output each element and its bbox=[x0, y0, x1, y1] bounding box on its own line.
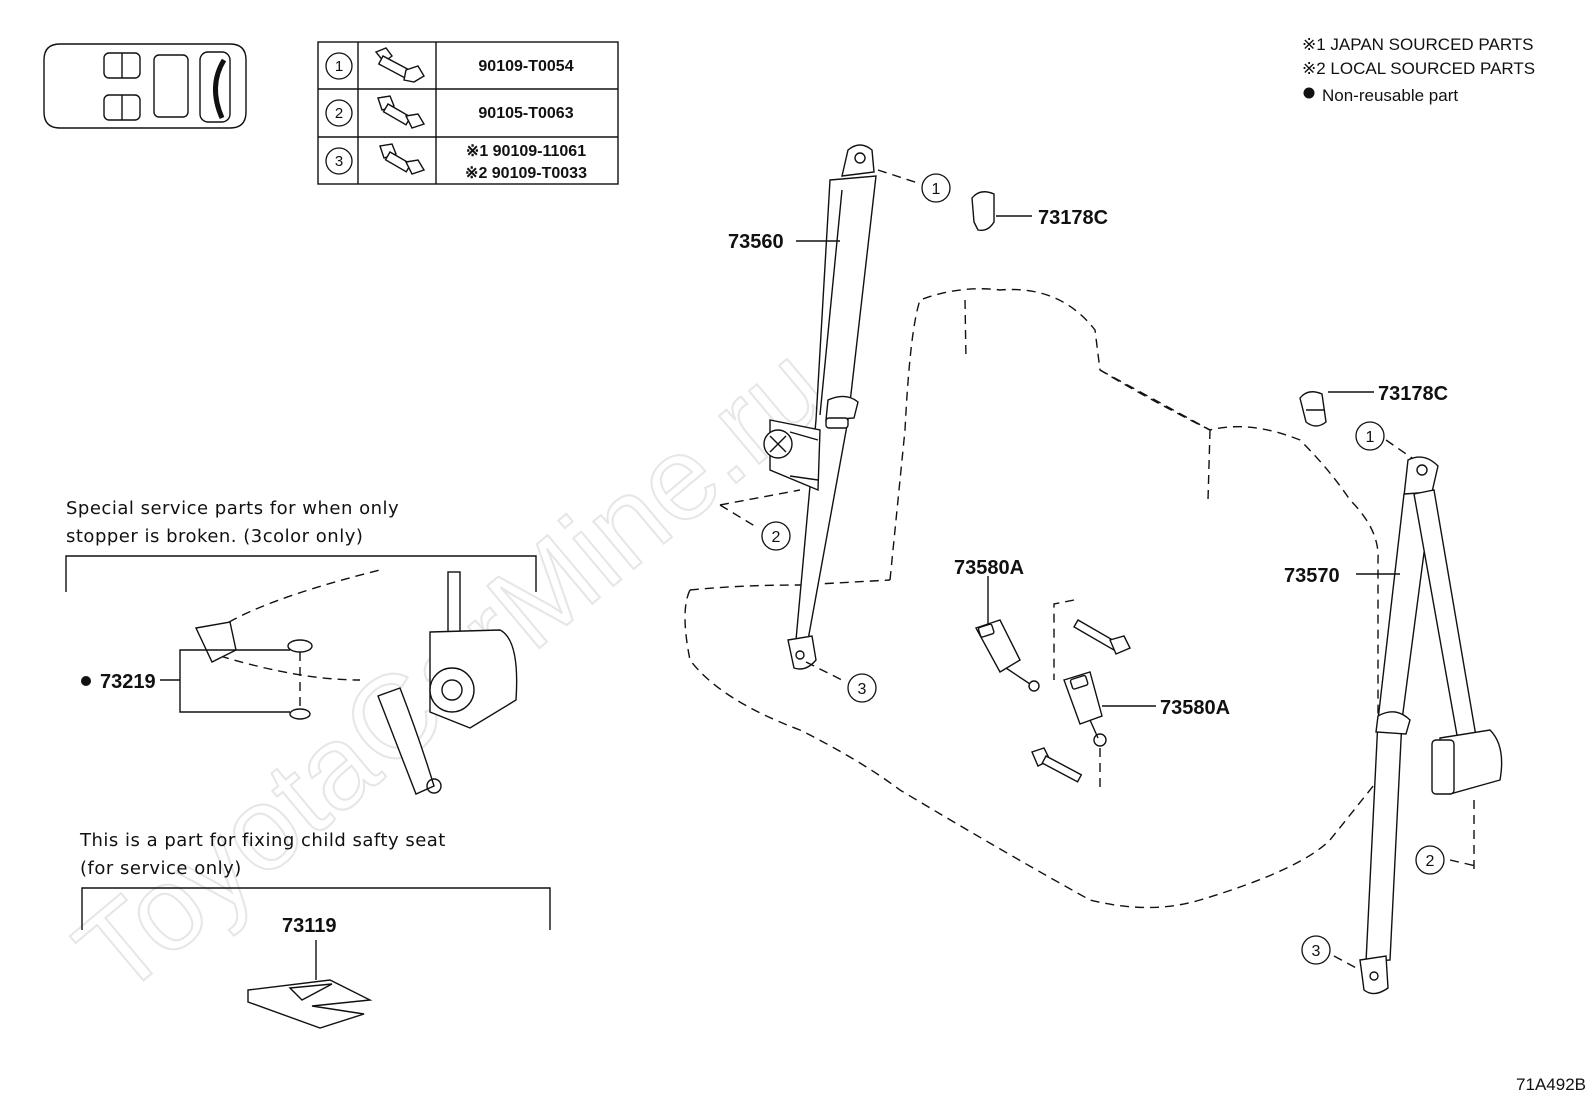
svg-text:Non-reusable part: Non-reusable part bbox=[1322, 86, 1458, 105]
svg-text:※2 90109-T0033: ※2 90109-T0033 bbox=[465, 165, 587, 182]
callout-1-left: 1 bbox=[921, 173, 951, 203]
svg-text:90105-T0063: 90105-T0063 bbox=[478, 105, 573, 122]
bolt-icon bbox=[1031, 747, 1083, 783]
legend-text: ※1 JAPAN SOURCED PARTS ※2 LOCAL SOURCED … bbox=[1302, 35, 1535, 105]
diagram-code: 71A492B bbox=[1516, 1075, 1586, 1094]
cap-73178c-right bbox=[1299, 391, 1327, 427]
bolt-icon bbox=[1073, 619, 1131, 655]
bolt-icon bbox=[374, 47, 425, 83]
child-note-line2: (for service only) bbox=[80, 858, 242, 879]
stopper-service-box bbox=[65, 555, 537, 795]
part-number-73219: 73219 bbox=[100, 671, 156, 693]
svg-text:2: 2 bbox=[772, 529, 781, 546]
child-seat-part-box bbox=[81, 887, 551, 1029]
svg-text:3: 3 bbox=[858, 681, 867, 698]
svg-text:3: 3 bbox=[335, 153, 343, 170]
part-number-73580a-top: 73580A bbox=[954, 557, 1024, 579]
cap-73178c-top bbox=[971, 191, 995, 232]
part-number-73570: 73570 bbox=[1284, 565, 1340, 587]
buckle-73580a-bottom bbox=[1063, 671, 1107, 747]
svg-text:2: 2 bbox=[335, 105, 343, 122]
callout-1-right: 1 bbox=[1355, 421, 1385, 451]
svg-text:※2 LOCAL SOURCED PARTS: ※2 LOCAL SOURCED PARTS bbox=[1302, 59, 1535, 78]
svg-text:1: 1 bbox=[932, 181, 941, 198]
svg-text:※1 JAPAN SOURCED PARTS: ※1 JAPAN SOURCED PARTS bbox=[1302, 35, 1534, 54]
legend bbox=[1303, 87, 1315, 99]
svg-text:1: 1 bbox=[335, 58, 343, 75]
stopper-button-icon bbox=[287, 639, 313, 653]
part-number-73560: 73560 bbox=[728, 231, 784, 253]
vehicle-location-icon bbox=[43, 43, 247, 129]
svg-text:90109-T0054: 90109-T0054 bbox=[478, 58, 573, 75]
stopper-note-line2: stopper is broken. (3color only) bbox=[66, 526, 363, 547]
stopper-note-line1: Special service parts for when only bbox=[66, 498, 399, 519]
bolt-icon bbox=[379, 143, 426, 175]
non-reusable-bullet-icon bbox=[1303, 87, 1315, 99]
seat-outline bbox=[684, 288, 1379, 909]
seatbelt-73570 bbox=[1359, 456, 1503, 995]
seatbelt-73560 bbox=[763, 144, 877, 670]
svg-text:3: 3 bbox=[1312, 943, 1321, 960]
svg-text:1: 1 bbox=[1366, 429, 1375, 446]
non-reusable-bullet-icon bbox=[81, 676, 91, 686]
part-number-73580a-right: 73580A bbox=[1160, 697, 1230, 719]
part-number-73178c-top: 73178C bbox=[1038, 207, 1108, 229]
callout-2-left: 2 bbox=[761, 521, 791, 551]
part-number-73119: 73119 bbox=[282, 915, 337, 937]
svg-text:※1 90109-11061: ※1 90109-11061 bbox=[466, 143, 586, 160]
child-note-line1: This is a part for fixing child safty se… bbox=[79, 830, 446, 851]
svg-text:2: 2 bbox=[1426, 853, 1435, 870]
callout-3-left: 3 bbox=[847, 673, 877, 703]
stopper-clip-icon bbox=[289, 708, 311, 720]
bolt-icon bbox=[377, 95, 426, 129]
fastener-table-text: 1 2 3 90109-T0054 90105-T0063 ※1 90109-1… bbox=[335, 58, 587, 182]
fastener-table bbox=[317, 41, 619, 185]
callout-3-right: 3 bbox=[1301, 935, 1331, 965]
callout-2-right: 2 bbox=[1415, 845, 1445, 875]
buckle-73580a-top bbox=[974, 619, 1040, 692]
part-number-73178c-right: 73178C bbox=[1378, 383, 1448, 405]
